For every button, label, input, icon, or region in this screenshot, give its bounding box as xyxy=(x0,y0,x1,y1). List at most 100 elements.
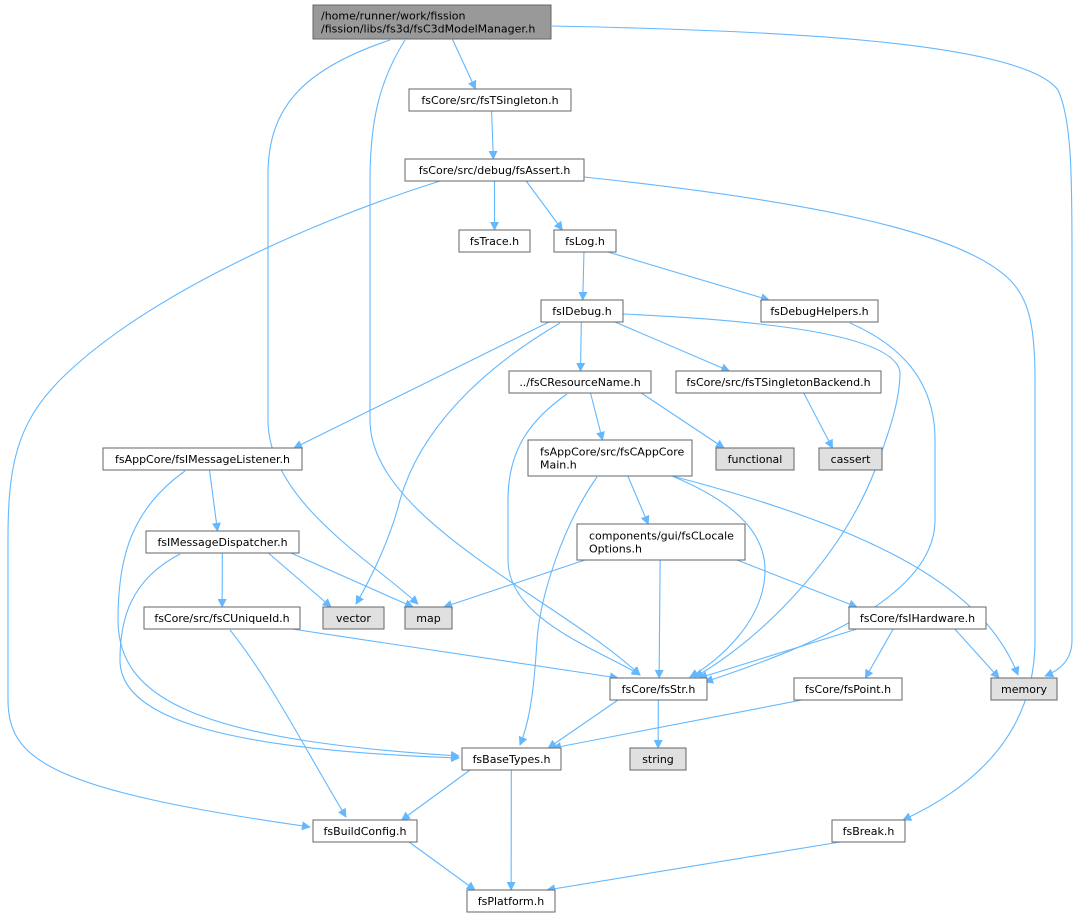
edge-line xyxy=(736,559,858,609)
edge-tsingleton-to-assert xyxy=(488,110,498,160)
node-box xyxy=(760,299,879,323)
edge-log-to-debughelpers xyxy=(607,251,770,302)
edge-line xyxy=(267,39,419,605)
edge-resname-to-str xyxy=(507,393,641,676)
edge-line xyxy=(589,392,605,441)
node-label: string xyxy=(642,753,674,766)
nodes-layer: /home/runner/work/fission/fission/libs/f… xyxy=(102,4,1058,913)
edge-line xyxy=(291,628,619,682)
edge-line xyxy=(451,38,477,90)
node-functional: functional xyxy=(715,447,795,471)
edge-line xyxy=(578,251,588,301)
node-basetypes[interactable]: fsBaseTypes.h xyxy=(461,747,562,771)
node-break[interactable]: fsBreak.h xyxy=(831,819,906,843)
node-root[interactable]: /home/runner/work/fission/fission/libs/f… xyxy=(312,4,552,40)
node-label: fsLog.h xyxy=(565,235,605,248)
edge-hardware-to-str xyxy=(698,628,858,680)
node-string: string xyxy=(629,747,687,771)
edge-appcore-to-locale xyxy=(627,475,650,525)
node-label: Main.h xyxy=(540,459,577,472)
edge-line xyxy=(704,322,936,684)
node-msglistener[interactable]: fsAppCore/fsIMessageListener.h xyxy=(102,447,303,471)
edge-str-to-basetypes xyxy=(547,699,619,749)
node-box xyxy=(629,747,687,771)
edge-uniqueid-to-str xyxy=(291,628,619,682)
edge-resname-to-functional xyxy=(640,392,725,449)
node-label: fsIDebug.h xyxy=(552,305,612,318)
node-tsbackend[interactable]: fsCore/src/fsTSingletonBackend.h xyxy=(675,370,882,394)
node-label: fsAppCore/src/fsCAppCore xyxy=(540,446,684,459)
node-str[interactable]: fsCore/fsStr.h xyxy=(609,677,708,701)
edge-msgdispatcher-to-map xyxy=(290,552,414,608)
node-msgdispatcher[interactable]: fsIMessageDispatcher.h xyxy=(145,530,300,554)
node-box xyxy=(793,677,903,701)
edge-assert-to-buildconfig xyxy=(7,180,441,831)
node-tsingleton[interactable]: fsCore/src/fsTSingleton.h xyxy=(408,88,572,112)
edge-line xyxy=(119,553,460,763)
edge-buildconfig-to-platform xyxy=(408,841,476,891)
edge-idebug-to-msglistener xyxy=(293,321,550,449)
node-hardware[interactable]: fsCore/fsIHardware.h xyxy=(848,606,987,630)
edge-line xyxy=(488,110,498,160)
node-point[interactable]: fsCore/fsPoint.h xyxy=(793,677,903,701)
node-box xyxy=(848,606,987,630)
node-debughelpers[interactable]: fsDebugHelpers.h xyxy=(760,299,879,323)
edge-line xyxy=(640,392,725,449)
node-uniqueid[interactable]: fsCore/src/fsCUniqueId.h xyxy=(143,606,301,630)
node-label: fsBreak.h xyxy=(843,825,895,838)
node-label: Options.h xyxy=(589,543,642,556)
node-label: fsPlatform.h xyxy=(478,895,544,908)
node-box xyxy=(675,370,882,394)
edge-line xyxy=(671,475,1020,676)
node-log[interactable]: fsLog.h xyxy=(553,229,617,253)
edge-line xyxy=(583,176,1036,821)
node-label: functional xyxy=(728,453,783,466)
node-label: fsBaseTypes.h xyxy=(473,753,551,766)
edge-resname-to-appcore xyxy=(589,392,605,441)
edge-line xyxy=(864,628,894,679)
node-trace[interactable]: fsTrace.h xyxy=(458,229,531,253)
edge-line xyxy=(267,552,332,608)
node-resname[interactable]: ../fsCResourceName.h xyxy=(508,370,652,394)
node-box xyxy=(322,606,385,630)
edge-root-to-tsingleton xyxy=(451,38,477,90)
node-label: fsCore/src/debug/fsAssert.h xyxy=(419,164,571,177)
edge-msglistener-to-basetypes xyxy=(117,470,460,760)
node-label: fsIMessageDispatcher.h xyxy=(157,536,287,549)
edges-layer xyxy=(7,25,1073,894)
edge-line xyxy=(552,699,803,751)
edge-line xyxy=(622,313,901,678)
node-label: ../fsCResourceName.h xyxy=(519,376,640,389)
node-cassert: cassert xyxy=(818,447,883,471)
node-label: fsCore/src/fsTSingletonBackend.h xyxy=(686,376,870,389)
node-assert[interactable]: fsCore/src/debug/fsAssert.h xyxy=(404,158,585,182)
edge-line xyxy=(671,475,766,678)
node-platform[interactable]: fsPlatform.h xyxy=(466,889,556,913)
edge-line xyxy=(290,552,414,608)
edge-uniqueid-to-buildconfig xyxy=(229,629,347,818)
node-box xyxy=(404,158,585,182)
edge-line xyxy=(607,251,770,302)
edge-idebug-to-resname xyxy=(576,321,586,372)
node-label: cassert xyxy=(831,453,872,466)
node-buildconfig[interactable]: fsBuildConfig.h xyxy=(312,819,418,843)
node-label: fsBuildConfig.h xyxy=(324,825,407,838)
edge-break-to-platform xyxy=(546,841,841,894)
node-box xyxy=(312,819,418,843)
edge-locale-to-map xyxy=(443,559,586,609)
node-box xyxy=(831,819,906,843)
node-idebug[interactable]: fsIDebug.h xyxy=(540,299,624,323)
edge-line xyxy=(954,628,1000,679)
edge-line xyxy=(627,475,650,525)
node-label: components/gui/fsCLocale xyxy=(589,530,734,543)
node-box xyxy=(818,447,883,471)
edge-line xyxy=(551,25,1073,678)
node-box xyxy=(408,88,572,112)
edge-line xyxy=(229,629,347,818)
edge-line xyxy=(208,469,221,532)
edge-hardware-to-memory xyxy=(954,628,1000,679)
edge-line xyxy=(518,476,598,746)
edge-line xyxy=(803,392,833,449)
